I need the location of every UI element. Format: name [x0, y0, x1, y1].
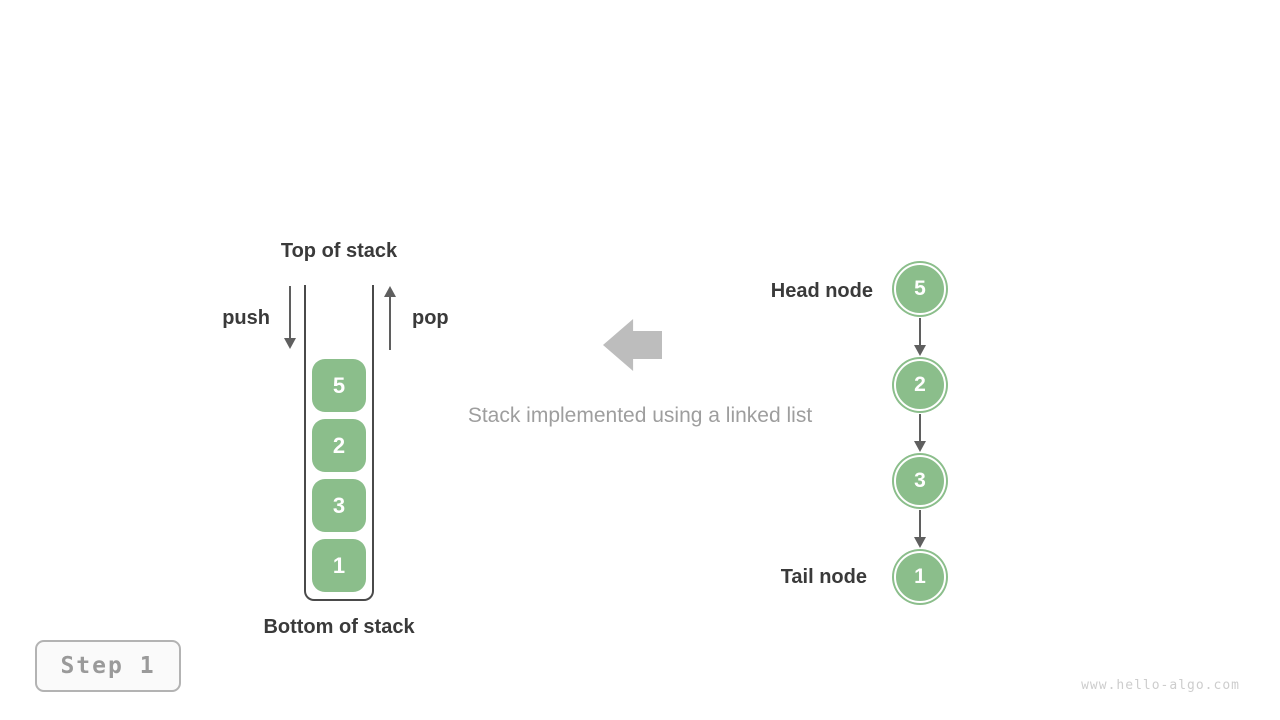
list-node: 5	[894, 263, 946, 315]
stack-item: 5	[312, 359, 366, 412]
bottom-of-stack-label: Bottom of stack	[263, 616, 415, 638]
stack-items: 5 2 3 1	[306, 359, 372, 592]
link-arrow-down-icon	[914, 441, 926, 452]
watermark: www.hello-algo.com	[1081, 678, 1240, 693]
top-of-stack-label: Top of stack	[280, 240, 398, 262]
list-node: 1	[894, 551, 946, 603]
link-arrow-line	[919, 414, 921, 442]
diagram-caption: Stack implemented using a linked list	[467, 404, 813, 427]
push-label: push	[222, 307, 270, 329]
head-node-label: Head node	[770, 280, 873, 302]
pop-label: pop	[412, 307, 449, 329]
pop-arrow-up-icon	[384, 286, 396, 297]
left-block-arrow-icon	[603, 319, 662, 371]
push-arrow-line	[289, 286, 291, 339]
link-arrow-down-icon	[914, 537, 926, 548]
list-node: 3	[894, 455, 946, 507]
tail-node-label: Tail node	[780, 566, 867, 588]
list-node: 2	[894, 359, 946, 411]
link-arrow-line	[919, 318, 921, 346]
stack-item: 3	[312, 479, 366, 532]
link-arrow-down-icon	[914, 345, 926, 356]
link-arrow-line	[919, 510, 921, 538]
stack-item: 2	[312, 419, 366, 472]
push-arrow-down-icon	[284, 338, 296, 349]
stack-container: 5 2 3 1	[304, 285, 374, 601]
stack-item: 1	[312, 539, 366, 592]
step-badge: Step 1	[35, 640, 181, 692]
pop-arrow-line	[389, 296, 391, 350]
